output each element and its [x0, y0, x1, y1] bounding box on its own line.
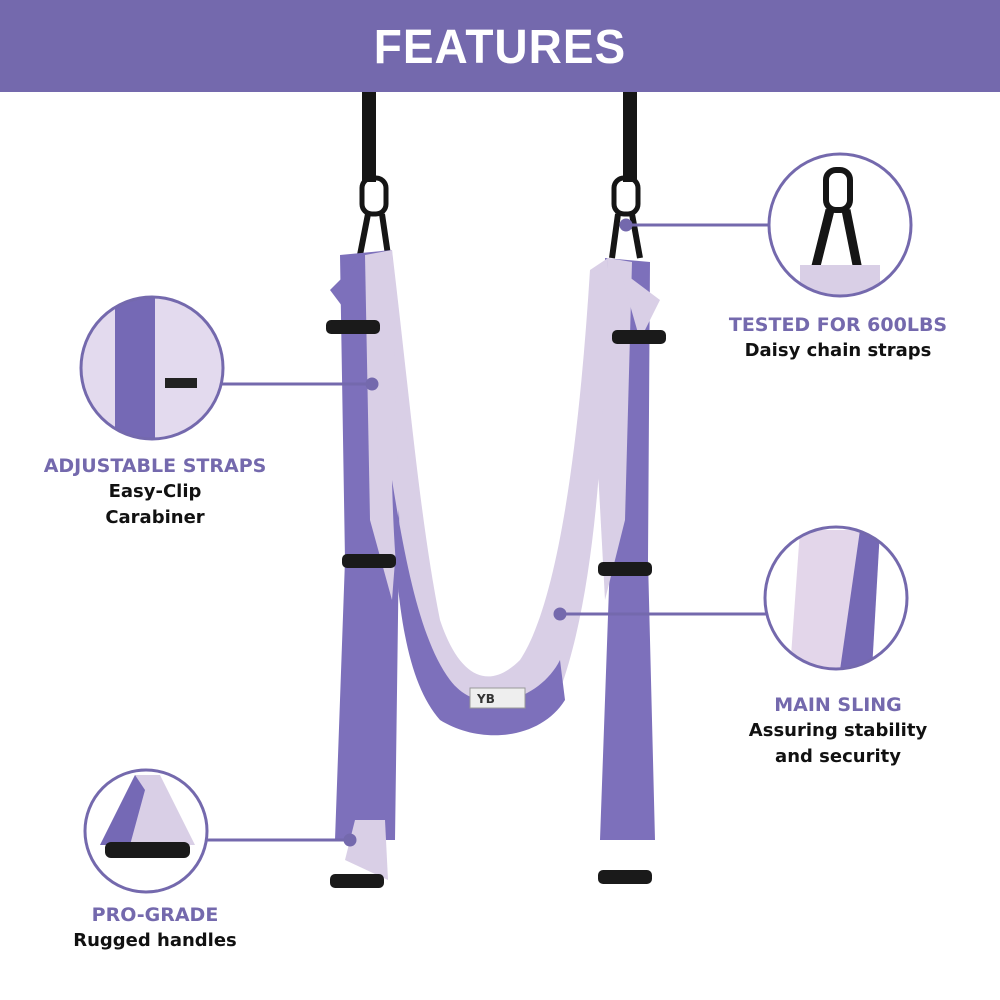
features-header: FEATURES [0, 0, 1000, 92]
detail-circle-sling [763, 525, 909, 671]
main-sling: YB [392, 250, 608, 736]
feature-title: ADJUSTABLE STRAPS [43, 455, 267, 477]
feature-desc: Rugged handles [73, 930, 237, 951]
feature-adjustable: ADJUSTABLE STRAPS Easy-Clip Carabiner [5, 453, 305, 531]
right-fabric [598, 258, 660, 840]
carabiner-icon [611, 175, 641, 217]
feature-main-sling: MAIN SLING Assuring stability and securi… [688, 692, 988, 770]
feature-desc: and security [775, 746, 901, 767]
page-title: FEATURES [373, 18, 627, 74]
detail-circle-straps [79, 295, 225, 441]
feature-desc: Carabiner [105, 507, 205, 528]
feature-desc: Assuring stability [748, 720, 928, 741]
feature-pro-grade: PRO-GRADE Rugged handles [5, 902, 305, 954]
left-fabric [330, 250, 402, 880]
product-tag: YB [476, 692, 495, 706]
carabiner-icon [359, 175, 389, 217]
handles [326, 320, 666, 888]
feature-desc: Daisy chain straps [744, 340, 932, 361]
feature-desc: Easy-Clip [108, 481, 202, 502]
feature-title: TESTED FOR 600LBS [728, 314, 948, 336]
feature-tested: TESTED FOR 600LBS Daisy chain straps [688, 312, 988, 364]
daisy-chain-straps [357, 92, 643, 259]
callout-lines [206, 218, 770, 847]
feature-title: PRO-GRADE [91, 904, 219, 926]
detail-circle-handle [83, 768, 209, 894]
detail-circle-carabiner [767, 152, 913, 298]
feature-title: MAIN SLING [774, 694, 902, 716]
